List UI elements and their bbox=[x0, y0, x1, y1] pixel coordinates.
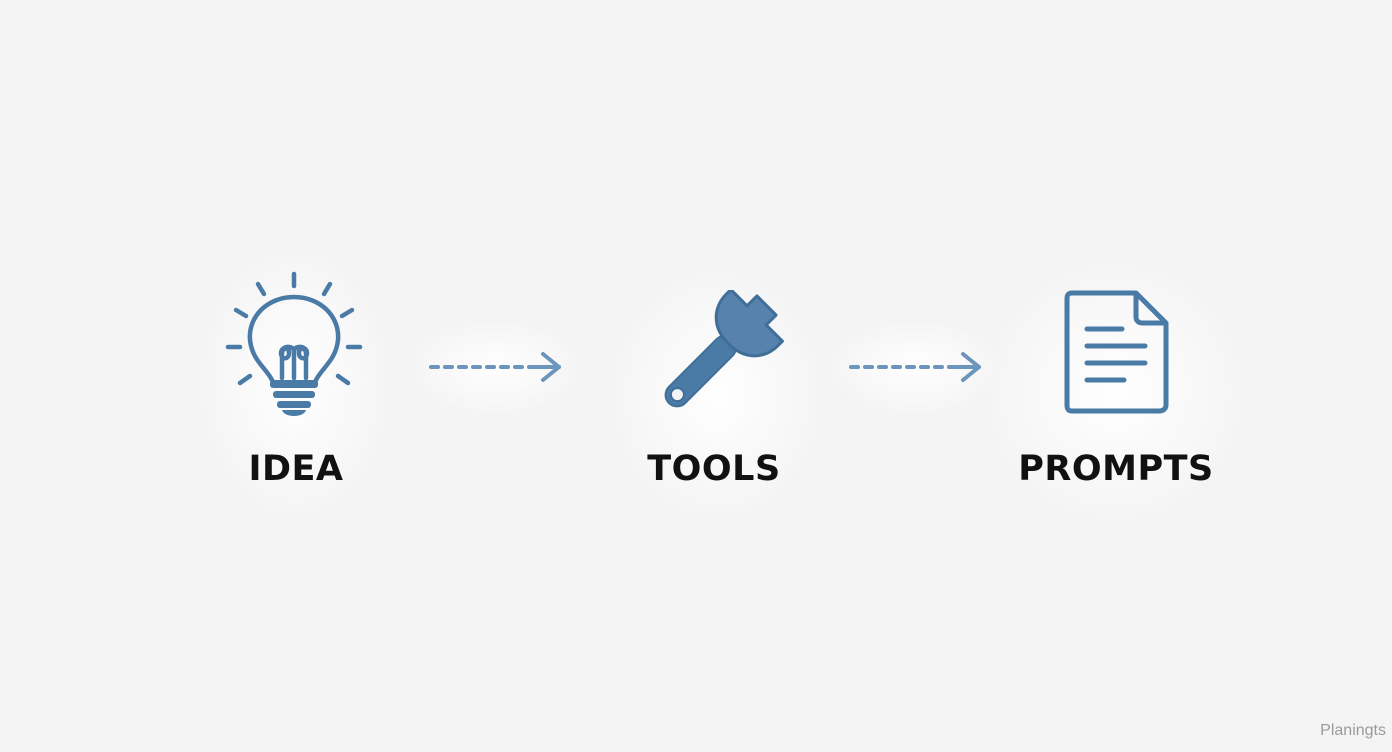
step-label-tools: TOOLS bbox=[647, 449, 781, 489]
dashed-arrow-right-icon bbox=[848, 350, 984, 384]
wrench-icon bbox=[652, 288, 787, 415]
step-prompts-glow bbox=[985, 262, 1245, 522]
step-label-prompts: PROMPTS bbox=[1018, 449, 1214, 489]
lightbulb-icon bbox=[222, 268, 366, 424]
dashed-arrow-right-icon bbox=[428, 350, 564, 384]
document-icon bbox=[1062, 289, 1170, 415]
watermark-text: Planingts bbox=[1320, 722, 1386, 739]
step-label-idea: IDEA bbox=[248, 449, 344, 489]
